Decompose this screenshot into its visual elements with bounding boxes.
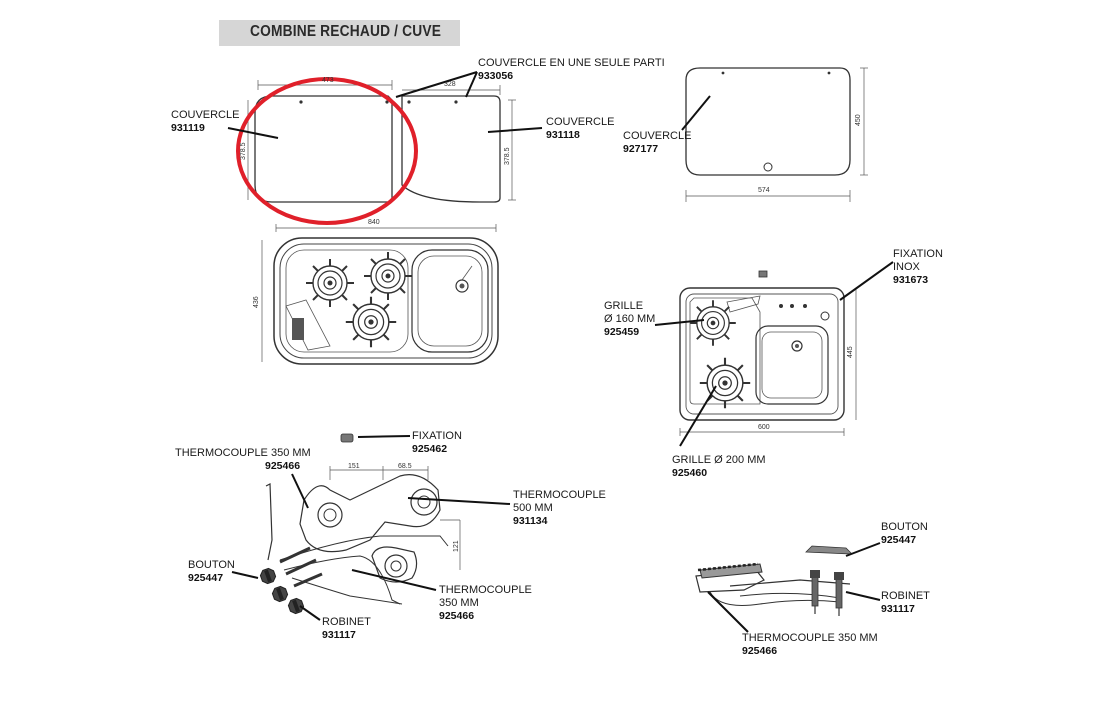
label-robinet-931117-a: ROBINET [322, 616, 371, 628]
ref-931118: 931118 [546, 129, 580, 141]
dim-right-lid-height: 378.5 [504, 147, 511, 165]
ref-931117-b: 931117 [881, 603, 915, 615]
label-fixation-925462: FIXATION [412, 430, 462, 442]
label-grille-925460: GRILLE Ø 200 MM [672, 454, 766, 466]
label-fixation-931673: FIXATION [893, 248, 943, 260]
ref-925466-a: 925466 [265, 460, 300, 472]
unit-drawing [261, 224, 499, 365]
diagram-title: COMBINE RECHAUD / CUVE [250, 23, 442, 40]
lids-drawing [236, 77, 516, 225]
dim-lid-927177-height: 450 [855, 114, 862, 126]
dim-unit2-height: 445 [847, 346, 854, 358]
label-couvercle-927177: COUVERCLE [623, 130, 691, 142]
dim-thermo-b: 68.5 [398, 463, 412, 470]
label-thermocouple-500: 500 MM [513, 502, 553, 514]
label-couvercle-931118: COUVERCLE [546, 116, 614, 128]
ref-925459: 925459 [604, 326, 639, 338]
ref-931117-a: 931117 [322, 629, 356, 641]
dim-unit-width: 840 [368, 219, 380, 226]
lid-left [254, 95, 393, 203]
ref-925466-b: 925466 [439, 610, 474, 622]
label-thermocouple-350: 350 MM [439, 597, 479, 609]
ref-931673: 931673 [893, 274, 928, 286]
label-fixation-inox: INOX [893, 261, 921, 273]
label-thermocouple-925466-c: THERMOCOUPLE 350 MM [742, 632, 878, 644]
dim-thermo-a: 151 [348, 463, 360, 470]
title-bar: COMBINE RECHAUD / CUVE [219, 20, 460, 46]
ref-925447-b: 925447 [881, 534, 916, 546]
ref-931134: 931134 [513, 515, 548, 527]
ref-925462: 925462 [412, 443, 447, 455]
thermocouple-assembly [258, 433, 461, 616]
label-couvercle-933056: COUVERCLE EN UNE SEULE PARTI [478, 57, 665, 69]
label-bouton-925447-b: BOUTON [881, 521, 928, 533]
label-robinet-931117-b: ROBINET [881, 590, 930, 602]
dim-unit2-width: 600 [758, 424, 770, 431]
dim-left-lid-width: 473 [322, 77, 334, 84]
label-thermocouple-925466-b: THERMOCOUPLE [439, 584, 532, 596]
ref-927177: 927177 [623, 143, 658, 155]
lid-927177-drawing [685, 67, 868, 202]
ref-925447-a: 925447 [188, 572, 223, 584]
side-view-drawing [695, 545, 854, 616]
ref-931119: 931119 [171, 122, 205, 134]
label-thermocouple-931134: THERMOCOUPLE [513, 489, 606, 501]
dim-left-lid-height: 378.5 [240, 142, 247, 160]
dim-right-lid-width: 328 [444, 81, 456, 88]
lid-right [401, 95, 501, 203]
label-couvercle-931119: COUVERCLE [171, 109, 239, 121]
label-thermocouple-925466-a: THERMOCOUPLE 350 MM [175, 447, 311, 459]
dim-thermo-c: 121 [453, 540, 460, 552]
dim-lid-927177-width: 574 [758, 187, 770, 194]
ref-925460: 925460 [672, 467, 707, 479]
label-bouton-925447-a: BOUTON [188, 559, 235, 571]
ref-933056: 933056 [478, 70, 513, 82]
dim-unit-height: 436 [253, 296, 260, 308]
label-grille-160: Ø 160 MM [604, 313, 655, 325]
unit2-drawing [679, 270, 857, 436]
label-grille-925459: GRILLE [604, 300, 643, 312]
ref-925466-c: 925466 [742, 645, 777, 657]
highlight-circle [236, 77, 418, 225]
